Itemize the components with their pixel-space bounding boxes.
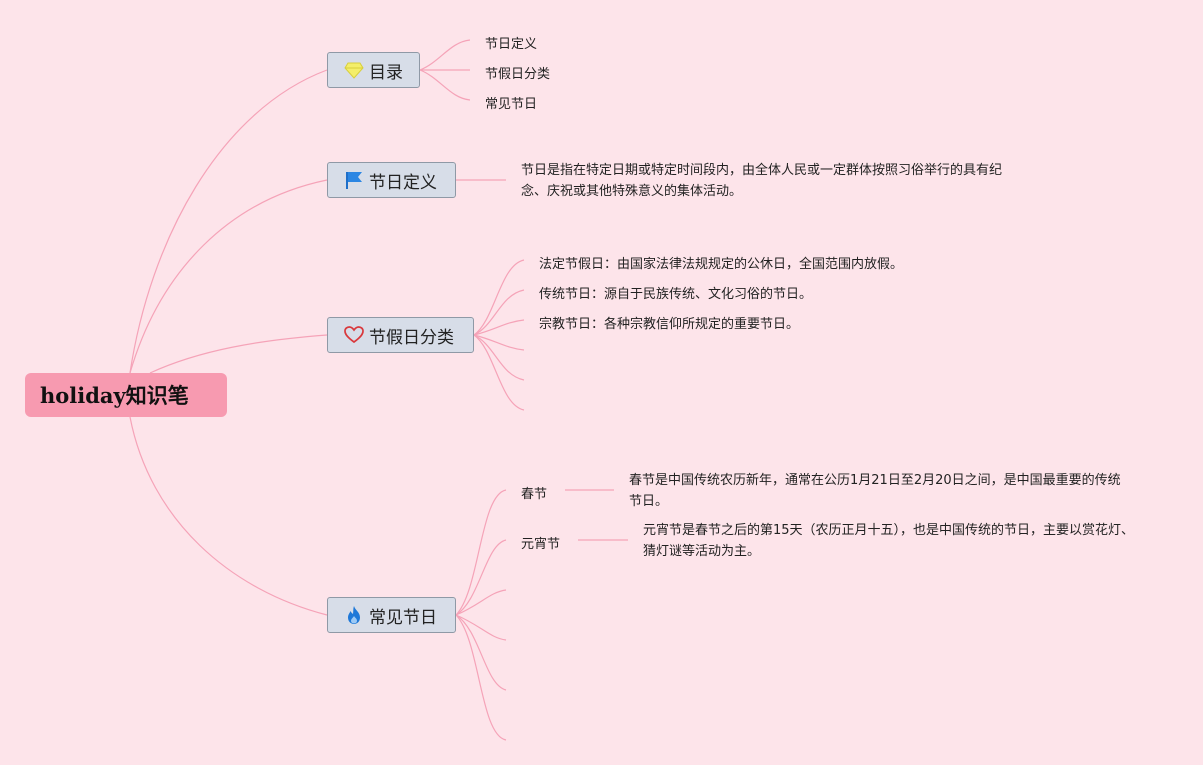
connector-root-classification (149, 334, 328, 374)
classification-item[interactable]: 宗教节日：各种宗教信仰所规定的重要节日。 (539, 317, 800, 332)
connector-root-common (129, 416, 328, 616)
branch-toc[interactable]: 目录 (327, 52, 420, 88)
definition-text: 节日是指在特定日期或特定时间段内，由全体人民或一定群体按照习俗举行的具有纪念、庆… (521, 163, 1003, 199)
connector-class-5 (473, 334, 525, 381)
connector-root-definition (129, 179, 328, 374)
flag-icon (344, 170, 364, 190)
connector-toc-3 (419, 69, 471, 101)
toc-item[interactable]: 节假日分类 (485, 67, 551, 82)
toc-item[interactable]: 常见节日 (485, 97, 538, 112)
holiday-name-spring[interactable]: 春节 (521, 487, 548, 502)
branch-common-label: 常见节日 (369, 607, 437, 628)
heart-icon (344, 325, 364, 345)
classification-item[interactable]: 法定节假日：由国家法律法规规定的公休日，全国范围内放假。 (539, 257, 904, 272)
holiday-desc-lantern: 元宵节是春节之后的第15天（农历正月十五），也是中国传统的节日，主要以赏花灯、猜… (643, 523, 1135, 559)
fire-icon (344, 605, 364, 625)
connector-common-1 (455, 489, 507, 616)
connector-common-4 (455, 614, 507, 641)
branch-definition[interactable]: 节日定义 (327, 162, 456, 198)
root-title: holiday知识笔 (40, 383, 189, 408)
diamond-icon (344, 60, 364, 80)
connector-toc-1 (419, 39, 471, 71)
connector-class-1 (473, 259, 525, 336)
root-node[interactable]: holiday知识笔 (25, 373, 227, 417)
connector-class-4 (473, 334, 525, 351)
connector-root-toc (129, 69, 328, 374)
branch-classification[interactable]: 节假日分类 (327, 317, 474, 353)
branch-common[interactable]: 常见节日 (327, 597, 456, 633)
toc-item[interactable]: 节日定义 (485, 37, 538, 52)
connector-common-2 (455, 539, 507, 616)
connector-common-5 (455, 614, 507, 691)
connector-class-3 (473, 319, 525, 336)
classification-item[interactable]: 传统节日：源自于民族传统、文化习俗的节日。 (539, 287, 813, 302)
branch-classification-label: 节假日分类 (369, 327, 454, 348)
branch-definition-label: 节日定义 (369, 172, 437, 193)
connector-class-2 (473, 289, 525, 336)
connector-class-6 (473, 334, 525, 411)
branch-toc-label: 目录 (369, 62, 403, 83)
connector-common-3 (455, 589, 507, 616)
holiday-name-lantern[interactable]: 元宵节 (521, 537, 561, 552)
connector-common-6 (455, 614, 507, 741)
holiday-desc-spring: 春节是中国传统农历新年，通常在公历1月21日至2月20日之间，是中国最重要的传统… (629, 473, 1121, 509)
